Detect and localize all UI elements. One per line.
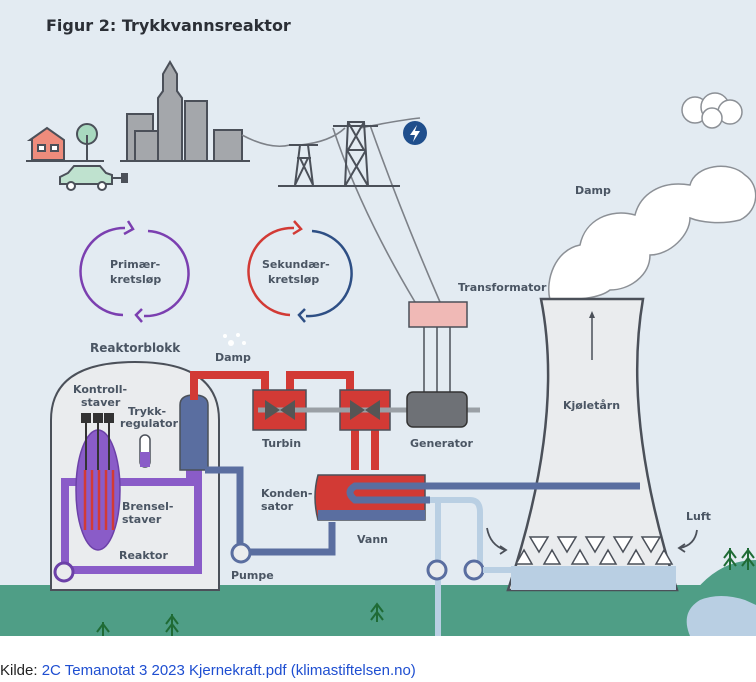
city-buildings-icon [120, 60, 250, 162]
cooling-pump-2-icon [463, 559, 485, 581]
pump-label: Pumpe [231, 569, 274, 582]
feed-pump-icon [230, 542, 252, 564]
tree-icon [76, 123, 98, 161]
transformer-cables [423, 327, 451, 392]
electricity-bolt-icon [403, 121, 427, 145]
feedwater-piping [205, 466, 336, 556]
pressurizer [139, 434, 151, 468]
control-rods-label-2: staver [81, 396, 121, 409]
pine-trees-icon [96, 548, 755, 636]
caption-prefix: Kilde: [0, 662, 42, 679]
source-caption: Kilde: 2C Temanotat 3 2023 Kjernekraft.p… [0, 662, 416, 679]
condenser-label-2: sator [261, 500, 294, 513]
figure-title: Figur 2: Trykkvannsreaktor [46, 16, 291, 35]
pressurizer-label-1: Trykk- [128, 405, 166, 418]
power-lines [241, 117, 441, 303]
reactor-diagram: Figur 2: Trykkvannsreaktor [0, 0, 756, 636]
pylon-small-icon [278, 144, 400, 187]
air-arrows-icon [486, 527, 698, 555]
steam-bubbles [223, 333, 246, 346]
generator-label: Generator [410, 437, 473, 450]
secondary-loop-label-1: Sekundær- [262, 258, 330, 271]
secondary-loop-arrows-icon [247, 220, 353, 323]
generator [406, 391, 468, 428]
pylon-large-icon [333, 121, 378, 187]
condenser-label-1: Konden- [261, 487, 312, 500]
control-rods-label-1: Kontroll- [73, 383, 127, 396]
transformer [408, 301, 468, 328]
cooling-tower [506, 297, 679, 592]
reactor-label: Reaktor [119, 549, 168, 562]
steam-label: Damp [215, 351, 251, 364]
cooling-pump-1-icon [426, 559, 448, 581]
primary-loop-arrows-icon [79, 220, 190, 323]
cooling-fill-triangles [514, 536, 674, 565]
fuel-rods-label-2: staver [122, 513, 162, 526]
primary-pump-icon [53, 561, 75, 583]
river [686, 596, 756, 636]
condenser [314, 474, 640, 636]
water-label: Vann [357, 533, 388, 546]
source-link[interactable]: 2C Temanotat 3 2023 Kjernekraft.pdf (kli… [41, 662, 416, 679]
electric-car-icon [59, 165, 128, 191]
cooling-tower-label: Kjøletårn [563, 399, 620, 412]
steam-generator [179, 394, 209, 471]
fuel-rods-label-1: Brensel- [122, 500, 173, 513]
steam-cloud [548, 92, 756, 301]
fuel-rods [83, 470, 115, 530]
control-rods [81, 413, 114, 470]
transformer-label: Transformator [458, 281, 547, 294]
primary-loop-label-2: kretsløp [110, 273, 161, 286]
air-label: Luft [686, 510, 711, 523]
house-icon [26, 126, 104, 162]
pressurizer-label-2: regulator [120, 417, 179, 430]
reactor-block-label: Reaktorblokk [90, 341, 181, 355]
secondary-loop-label-2: kretsløp [268, 273, 319, 286]
turbine-label: Turbin [262, 437, 301, 450]
steam-tower-label: Damp [575, 184, 611, 197]
primary-loop-label-1: Primær- [110, 258, 160, 271]
